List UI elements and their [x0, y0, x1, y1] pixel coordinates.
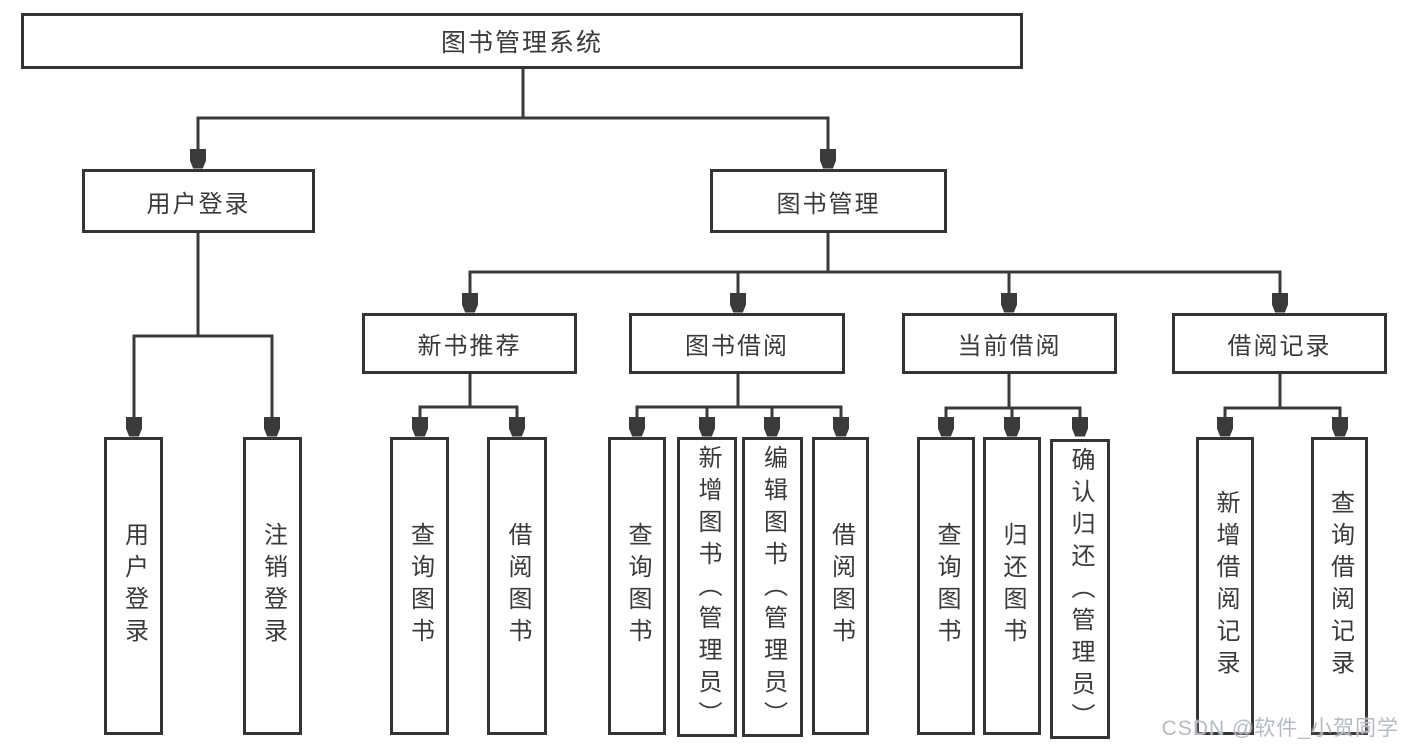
node-borrow-books-borrowing: 借阅图书 [812, 437, 869, 735]
node-borrowing-records-label: 借阅记录 [1227, 333, 1332, 360]
node-query-books-current-label: 查询图书 [933, 522, 960, 650]
node-edit-books-admin: 编辑图书（管理员） [742, 437, 803, 737]
node-book-management-label: 图书管理 [776, 190, 881, 218]
node-logout-leaf: 注销登录 [243, 437, 302, 735]
node-add-books-admin-label: 新增图书（管理员） [694, 445, 721, 733]
node-borrowing-records: 借阅记录 [1172, 313, 1387, 374]
node-query-books-recommend-label: 查询图书 [406, 522, 434, 650]
node-new-book-recommend: 新书推荐 [362, 313, 577, 374]
node-book-management: 图书管理 [710, 169, 947, 233]
node-confirm-return-admin: 确认归还（管理员） [1050, 439, 1110, 739]
node-edit-books-admin-label: 编辑图书（管理员） [759, 445, 787, 733]
node-user-login: 用户登录 [82, 169, 315, 233]
node-logout-leaf-label: 注销登录 [259, 522, 287, 650]
csdn-watermark: CSDN @软件_小贺同学 [1161, 717, 1399, 740]
node-query-books-current: 查询图书 [917, 437, 975, 735]
node-user-login-leaf: 用户登录 [104, 437, 163, 735]
node-return-books-label: 归还图书 [999, 522, 1026, 650]
node-current-borrowing: 当前借阅 [902, 313, 1117, 374]
node-query-borrow-record: 查询借阅记录 [1311, 437, 1368, 735]
node-book-borrowing-label: 图书借阅 [685, 333, 789, 360]
node-query-books-recommend: 查询图书 [390, 437, 449, 735]
node-root-label: 图书管理系统 [440, 29, 603, 57]
node-confirm-return-admin-label: 确认归还（管理员） [1067, 447, 1094, 735]
node-add-borrow-record: 新增借阅记录 [1196, 437, 1254, 735]
node-user-login-label: 用户登录 [146, 190, 251, 218]
node-book-borrowing: 图书借阅 [629, 313, 845, 374]
node-borrow-books-borrowing-label: 借阅图书 [827, 522, 855, 650]
node-new-book-recommend-label: 新书推荐 [417, 333, 522, 360]
node-add-books-admin: 新增图书（管理员） [677, 437, 737, 737]
node-add-borrow-record-label: 新增借阅记录 [1212, 490, 1239, 682]
node-current-borrowing-label: 当前借阅 [957, 333, 1062, 360]
node-query-books-borrowing: 查询图书 [608, 437, 666, 735]
node-return-books: 归还图书 [983, 437, 1041, 735]
node-borrow-books-recommend: 借阅图书 [487, 437, 547, 735]
node-borrow-books-recommend-label: 借阅图书 [504, 522, 531, 650]
node-query-borrow-record-label: 查询借阅记录 [1326, 490, 1354, 682]
node-root: 图书管理系统 [21, 13, 1023, 69]
node-user-login-leaf-label: 用户登录 [120, 522, 148, 650]
node-query-books-borrowing-label: 查询图书 [624, 522, 651, 650]
